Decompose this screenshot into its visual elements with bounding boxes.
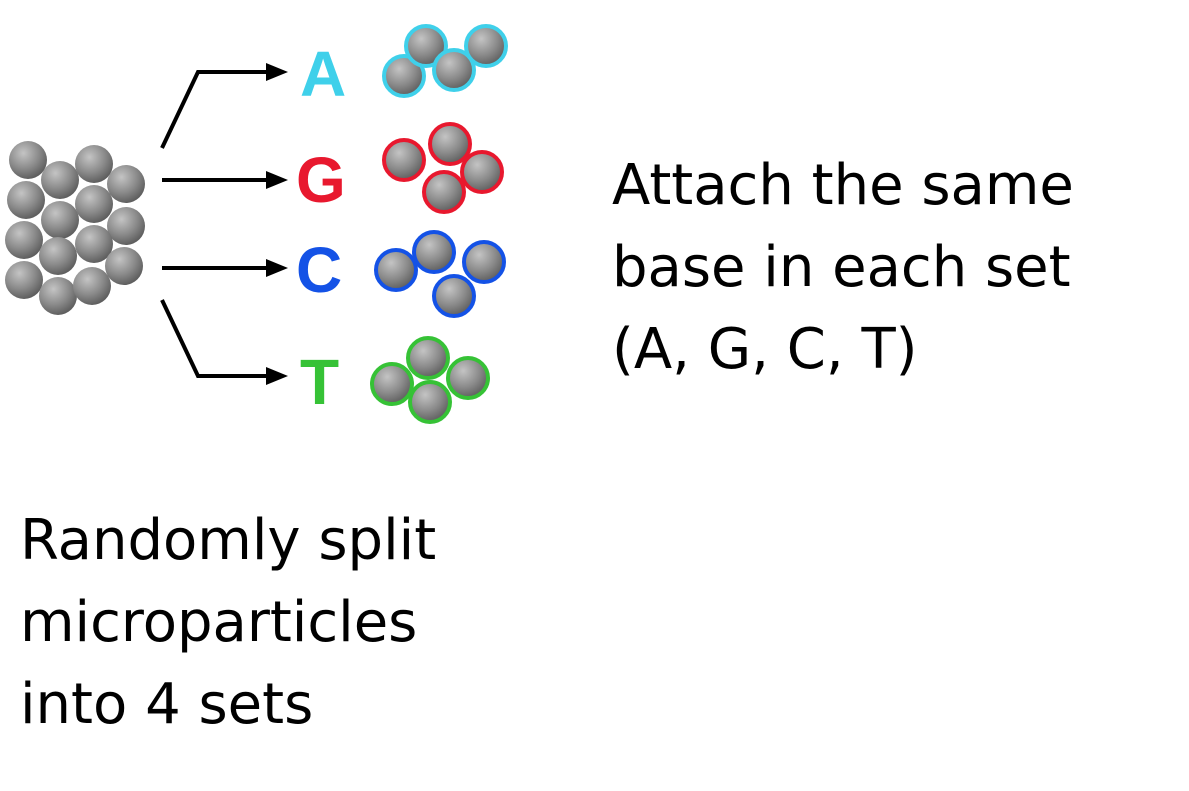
attach-caption-line-1: Attach the same — [612, 153, 1074, 218]
microparticle-6 — [41, 201, 79, 239]
microparticle-14 — [39, 277, 77, 315]
split-caption-line-1: Randomly split — [20, 508, 437, 573]
microparticle-15 — [73, 267, 111, 305]
bead-c-1 — [374, 248, 418, 292]
base-letter-c: C — [296, 234, 342, 306]
microparticle-10 — [39, 237, 77, 275]
arrow-to-t-set — [160, 299, 268, 378]
bead-t-4 — [408, 380, 452, 424]
microparticle-7 — [75, 185, 113, 223]
microparticle-pool — [5, 141, 145, 315]
split-caption: Randomly split microparticles into 4 set… — [20, 500, 436, 746]
microparticle-2 — [41, 161, 79, 199]
bead-g-4 — [422, 170, 466, 214]
microparticle-4 — [107, 165, 145, 203]
bead-g-1 — [382, 138, 426, 182]
bead-set-c — [374, 230, 506, 318]
bead-c-3 — [462, 240, 506, 284]
arrow-to-a-set — [160, 70, 268, 149]
microparticle-8 — [107, 207, 145, 245]
microparticle-3 — [75, 145, 113, 183]
microparticle-13 — [5, 261, 43, 299]
arrow-head-g — [266, 171, 288, 189]
attach-caption-line-3: (A, G, C, T) — [612, 317, 918, 382]
bead-t-2 — [406, 336, 450, 380]
microparticle-1 — [9, 141, 47, 179]
base-letter-g: G — [296, 144, 346, 216]
attach-caption: Attach the same base in each set (A, G, … — [612, 145, 1074, 391]
microparticle-9 — [5, 221, 43, 259]
arrow-head-c — [266, 259, 288, 277]
bead-c-2 — [412, 230, 456, 274]
microparticle-5 — [7, 181, 45, 219]
base-letter-t: T — [300, 346, 339, 418]
bead-sets — [370, 24, 508, 424]
microparticle-12 — [105, 247, 143, 285]
bead-t-3 — [446, 356, 490, 400]
bead-g-2 — [428, 122, 472, 166]
split-caption-line-3: into 4 sets — [20, 672, 314, 737]
bead-a-2 — [404, 24, 448, 68]
bead-set-g — [382, 122, 504, 214]
bead-t-1 — [370, 362, 414, 406]
base-letter-a: A — [300, 38, 346, 110]
split-caption-line-2: microparticles — [20, 590, 418, 655]
bead-a-1 — [382, 54, 426, 98]
attach-caption-line-2: base in each set — [612, 235, 1071, 300]
bead-set-a — [382, 24, 508, 98]
arrow-head-t — [266, 367, 288, 385]
arrow-head-a — [266, 63, 288, 81]
microparticle-11 — [75, 225, 113, 263]
bead-set-t — [370, 336, 490, 424]
bead-g-3 — [460, 150, 504, 194]
bead-a-3 — [432, 48, 476, 92]
bead-c-4 — [432, 274, 476, 318]
base-letters: A G C T — [296, 38, 346, 418]
bead-a-4 — [464, 24, 508, 68]
split-arrows — [160, 63, 288, 385]
